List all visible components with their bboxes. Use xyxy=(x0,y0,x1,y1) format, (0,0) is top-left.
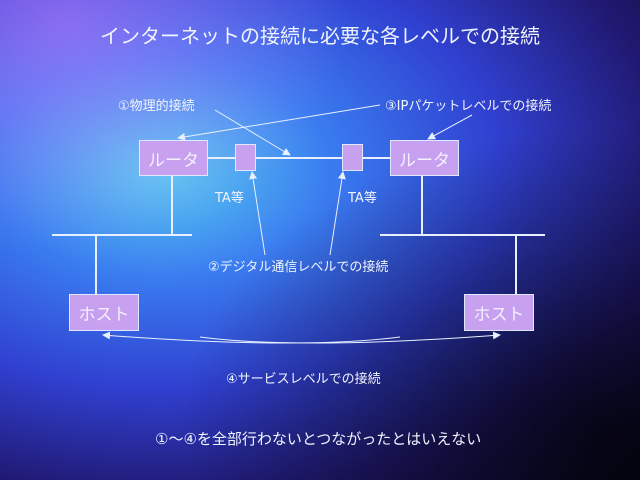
conclusion-text: ①～④を全部行わないとつながったとはいえない xyxy=(155,430,482,448)
label-ta-left: TA等 xyxy=(215,191,244,206)
slide-title: インターネットの接続に必要な各レベルでの接続 xyxy=(100,24,540,48)
router-left: ルータ xyxy=(139,140,208,176)
arrow-service-right xyxy=(199,331,501,344)
host-right: ホスト xyxy=(464,294,534,331)
arrow-digital-left xyxy=(249,171,266,256)
arrow-ip-right xyxy=(427,114,473,140)
ta-right xyxy=(342,144,363,171)
arrow-physical xyxy=(214,109,291,156)
label-digital: ②デジタル通信レベルでの接続 xyxy=(208,260,389,275)
label-service: ④サービスレベルでの接続 xyxy=(226,372,381,387)
arrow-digital-right xyxy=(329,171,346,256)
host-left: ホスト xyxy=(69,294,139,331)
label-ta-right: TA等 xyxy=(348,191,377,206)
label-ip: ③IPパケットレベルでの接続 xyxy=(385,99,552,114)
router-right: ルータ xyxy=(390,140,459,176)
arrow-service-left xyxy=(102,331,401,344)
ta-left xyxy=(235,144,256,171)
label-physical: ①物理的接続 xyxy=(118,99,195,114)
arrow-ip-left xyxy=(177,104,381,141)
